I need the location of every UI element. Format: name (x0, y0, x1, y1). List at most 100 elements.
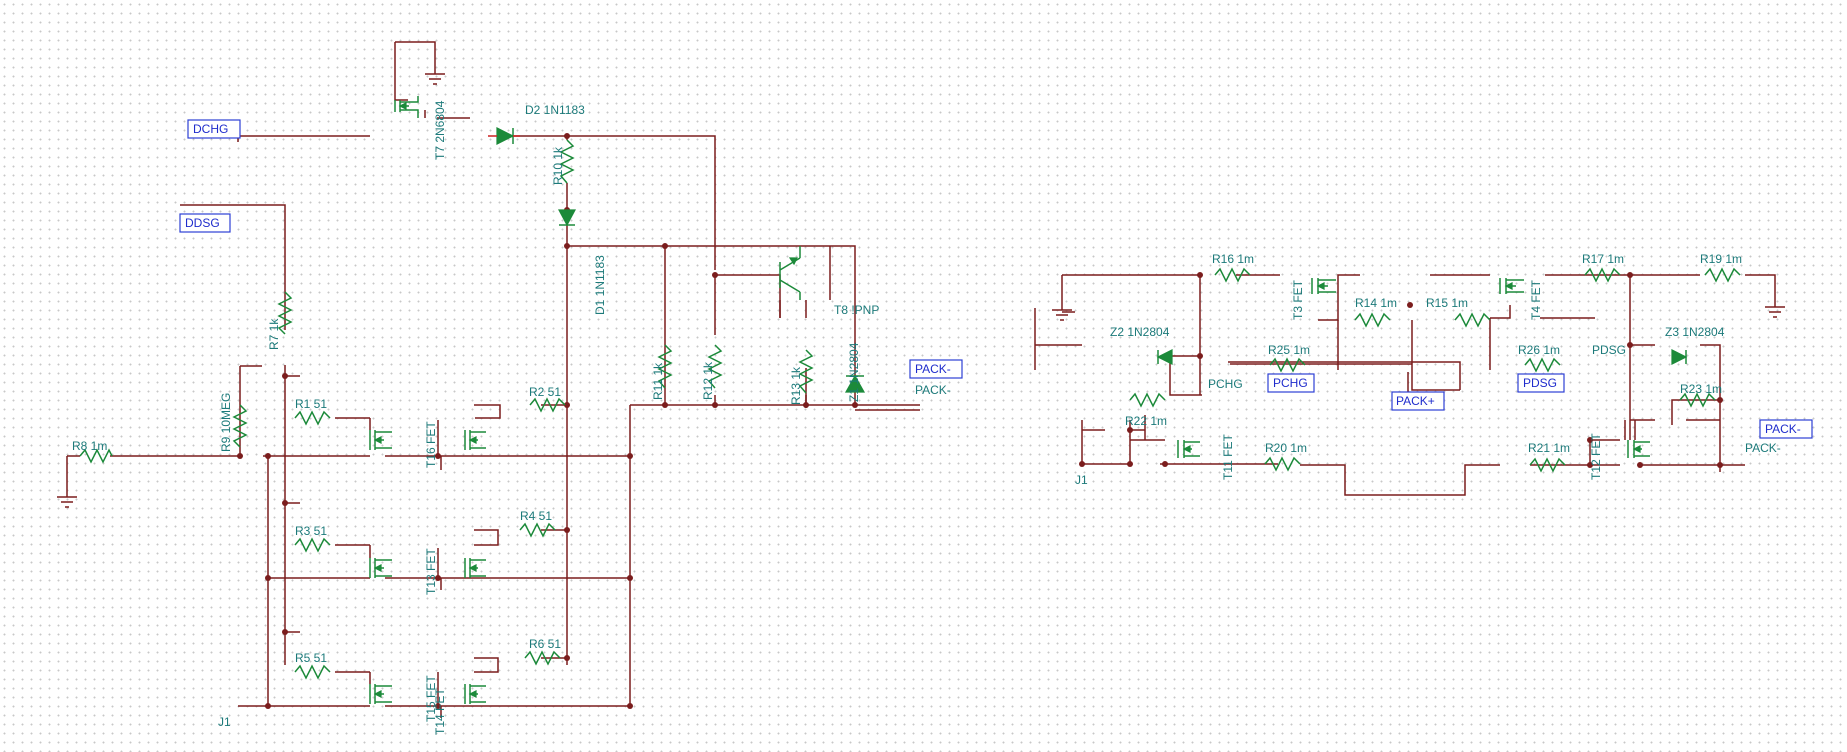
r25-resistor[interactable] (1269, 357, 1306, 373)
t14-transistor[interactable] (464, 684, 486, 704)
t16b-transistor[interactable] (464, 430, 486, 450)
r23-label: R23 1m (1680, 382, 1722, 396)
r4-resistor[interactable] (519, 522, 556, 538)
r8-label: R8 1m (72, 439, 107, 453)
port-ddsg[interactable]: DDSG (179, 213, 231, 233)
r13-resistor[interactable] (798, 349, 814, 394)
ground-symbol (57, 496, 77, 508)
port-dchg-label: DCHG (193, 122, 228, 136)
r26-resistor[interactable] (1524, 357, 1561, 373)
r3-resistor[interactable] (294, 537, 331, 553)
z1-label: Z1 1N2804 (847, 342, 861, 402)
r17-label: R17 1m (1582, 252, 1624, 266)
r3-label: R3 51 (295, 524, 327, 538)
r20-label: R20 1m (1265, 441, 1307, 455)
r14-resistor[interactable] (1354, 312, 1391, 328)
port-dchg[interactable]: DCHG (187, 119, 241, 139)
t8-transistor[interactable] (779, 246, 801, 300)
left-circuit: DCHG DDSG PACK- PACK- J1 T7 2N6804 D2 1N… (57, 41, 963, 735)
port-pack-plus-label: PACK+ (1396, 394, 1435, 408)
r15-resistor[interactable] (1454, 312, 1491, 328)
z2-label: Z2 1N2804 (1110, 325, 1170, 339)
r8-resistor[interactable] (79, 448, 113, 464)
r23-resistor[interactable] (1679, 392, 1716, 408)
t11-label: T11 FET (1221, 434, 1235, 480)
port-pack-plus[interactable]: PACK+ (1391, 391, 1445, 411)
junctions (237, 133, 858, 709)
port-pack-minus-box[interactable]: PACK- (909, 359, 963, 379)
pchg-label: PCHG (1208, 377, 1243, 391)
t14-label: T14 FET (433, 688, 447, 735)
t13b-transistor[interactable] (464, 558, 486, 578)
r19-resistor[interactable] (1704, 267, 1741, 283)
port-pack-minus-right-box[interactable]: PACK- (1759, 419, 1813, 439)
r20-resistor[interactable] (1264, 456, 1301, 472)
t12-transistor[interactable] (1627, 440, 1650, 458)
t12-label: T12 FET (1589, 433, 1603, 480)
j1-label: J1 (218, 715, 231, 729)
r19-label: R19 1m (1700, 252, 1742, 266)
r9-resistor[interactable] (232, 404, 248, 448)
ground-symbol (1765, 306, 1785, 318)
r12-resistor[interactable] (707, 344, 723, 389)
r22-label: R22 1m (1125, 414, 1167, 428)
r11-label: R11 1k (651, 362, 665, 400)
r16-resistor[interactable] (1214, 267, 1251, 283)
port-pack-minus-right-box-label: PACK- (1765, 422, 1801, 436)
j1-right-label: J1 (1075, 473, 1088, 487)
port-pchg-box[interactable]: PCHG (1267, 373, 1315, 393)
r9-label: R9 10MEG (219, 393, 233, 452)
r7-resistor[interactable] (277, 291, 293, 335)
d2-label: D2 1N1183 (525, 103, 585, 117)
t7-transistor[interactable] (394, 96, 419, 118)
r6-resistor[interactable] (524, 650, 561, 666)
r5-label: R5 51 (295, 651, 327, 665)
z3-zener[interactable] (1671, 349, 1688, 365)
pack-minus-label: PACK- (915, 383, 951, 397)
ground-symbol (1052, 309, 1072, 321)
d1-label: D1 1N1183 (593, 255, 607, 315)
t7-label: T7 2N6804 (433, 100, 447, 160)
z1-zener[interactable] (844, 374, 866, 393)
t11-transistor[interactable] (1177, 440, 1200, 458)
d1-diode[interactable] (558, 209, 576, 227)
r2-label: R2 51 (529, 385, 561, 399)
t3-label: T3 FET (1291, 279, 1305, 320)
port-pdsg-box-label: PDSG (1523, 376, 1557, 390)
r11-resistor[interactable] (657, 344, 673, 389)
t4-transistor[interactable] (1499, 278, 1524, 294)
r21-resistor[interactable] (1529, 457, 1566, 473)
t13-transistor[interactable] (369, 558, 392, 578)
d2-diode[interactable] (488, 127, 520, 145)
t16-label: T16 FET (424, 421, 438, 468)
r26-label: R26 1m (1518, 343, 1560, 357)
pdsg-label: PDSG (1592, 343, 1626, 357)
port-ddsg-label: DDSG (185, 216, 220, 230)
r15-label: R15 1m (1426, 296, 1468, 310)
r10-label: R10 1k (551, 146, 565, 185)
t8-label: T8 !PNP (834, 303, 879, 317)
z3-label: Z3 1N2804 (1665, 325, 1725, 339)
r5-resistor[interactable] (294, 664, 331, 680)
r1-resistor[interactable] (294, 410, 331, 426)
t3-transistor[interactable] (1311, 278, 1336, 294)
port-pchg-box-label: PCHG (1273, 376, 1308, 390)
r7-label: R7 1k (267, 318, 281, 350)
r25-label: R25 1m (1268, 343, 1310, 357)
r1-label: R1 51 (295, 397, 327, 411)
t13-label: T13 FET (424, 548, 438, 595)
r17-resistor[interactable] (1584, 267, 1621, 283)
r2-resistor[interactable] (529, 397, 566, 413)
r22-resistor[interactable] (1129, 392, 1166, 408)
t15-transistor[interactable] (369, 684, 392, 704)
r6-label: R6 51 (529, 637, 561, 651)
r12-label: R12 1k (701, 361, 715, 400)
r21-label: R21 1m (1528, 441, 1570, 455)
r10-resistor[interactable] (559, 139, 575, 184)
port-pdsg-box[interactable]: PDSG (1517, 373, 1565, 393)
ground-symbol (425, 73, 445, 85)
t16-transistor[interactable] (369, 430, 392, 450)
z2-zener[interactable] (1156, 349, 1173, 365)
